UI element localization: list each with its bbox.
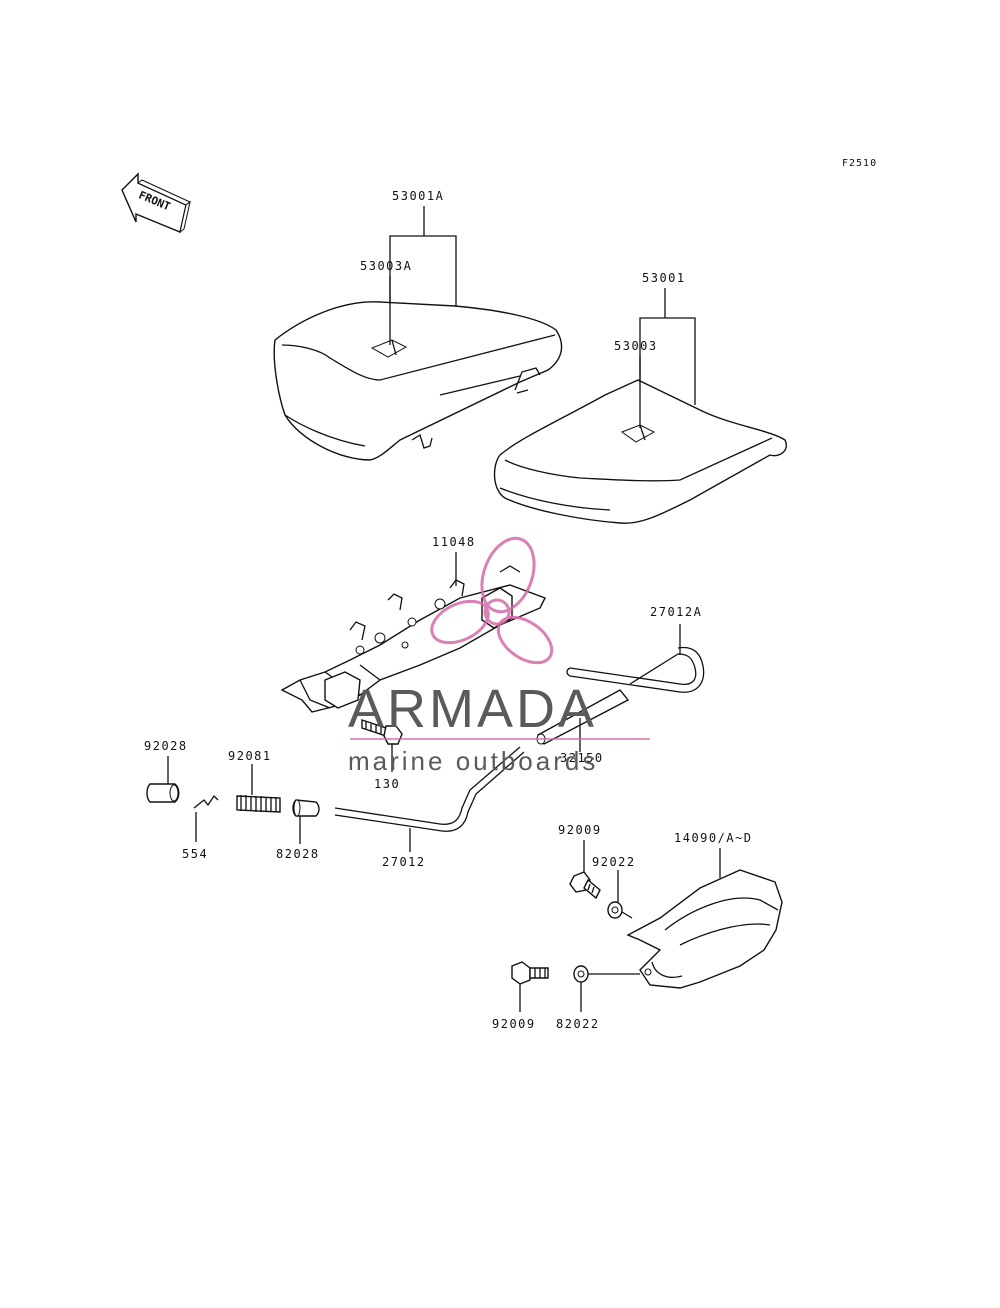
label-11048: 11048 bbox=[432, 535, 476, 549]
label-92022-top: 92022 bbox=[592, 855, 636, 869]
clip-554: 554 bbox=[182, 794, 219, 861]
armada-watermark: ARMADA marine outboards bbox=[348, 536, 650, 776]
spring-92081: 92081 bbox=[228, 749, 281, 813]
label-53003A: 53003A bbox=[360, 259, 412, 273]
cable-27012: 27012 bbox=[334, 746, 525, 869]
propeller-logo-icon bbox=[430, 536, 554, 665]
label-27012: 27012 bbox=[382, 855, 426, 869]
label-130: 130 bbox=[374, 777, 400, 791]
label-53001A: 53001A bbox=[392, 189, 444, 203]
label-92081: 92081 bbox=[228, 749, 272, 763]
bolt-92009-bottom: 92009 bbox=[492, 961, 549, 1031]
label-82028: 82028 bbox=[276, 847, 320, 861]
label-82022-bottom: 82022 bbox=[556, 1017, 600, 1031]
washer-82022-bottom: 82022 bbox=[556, 965, 640, 1031]
label-92028-left: 92028 bbox=[144, 739, 188, 753]
label-32150: 32150 bbox=[560, 751, 604, 765]
callout-11048: 11048 bbox=[432, 535, 476, 586]
tube-32150: 32150 bbox=[536, 689, 630, 765]
bushing-82028: 82028 bbox=[276, 799, 320, 861]
label-53003: 53003 bbox=[614, 339, 658, 353]
diagram-code: F2510 bbox=[842, 158, 877, 169]
watermark-rule bbox=[350, 738, 650, 740]
label-53001: 53001 bbox=[642, 271, 686, 285]
watermark-tagline: marine outboards bbox=[348, 746, 598, 776]
label-92009-top: 92009 bbox=[558, 823, 602, 837]
label-554: 554 bbox=[182, 847, 208, 861]
watermark-brand: ARMADA bbox=[348, 679, 597, 739]
screw-92009-top: 92009 bbox=[558, 823, 602, 900]
label-27012A: 27012A bbox=[650, 605, 702, 619]
callout-53001A: 53001A 53003A bbox=[360, 189, 457, 345]
callout-53001: 53001 53003 bbox=[614, 271, 696, 428]
washer-92022-top: 92022 bbox=[592, 855, 636, 919]
label-14090: 14090/A~D bbox=[674, 831, 753, 845]
seat-rear bbox=[493, 379, 787, 524]
pin-92028: 92028 bbox=[144, 739, 188, 803]
seat-front bbox=[273, 301, 563, 461]
label-92009-bottom: 92009 bbox=[492, 1017, 536, 1031]
rod-27012A: 27012A bbox=[566, 605, 705, 693]
front-arrow-icon: FRONT bbox=[121, 172, 191, 234]
cover-14090: 14090/A~D bbox=[626, 831, 783, 989]
